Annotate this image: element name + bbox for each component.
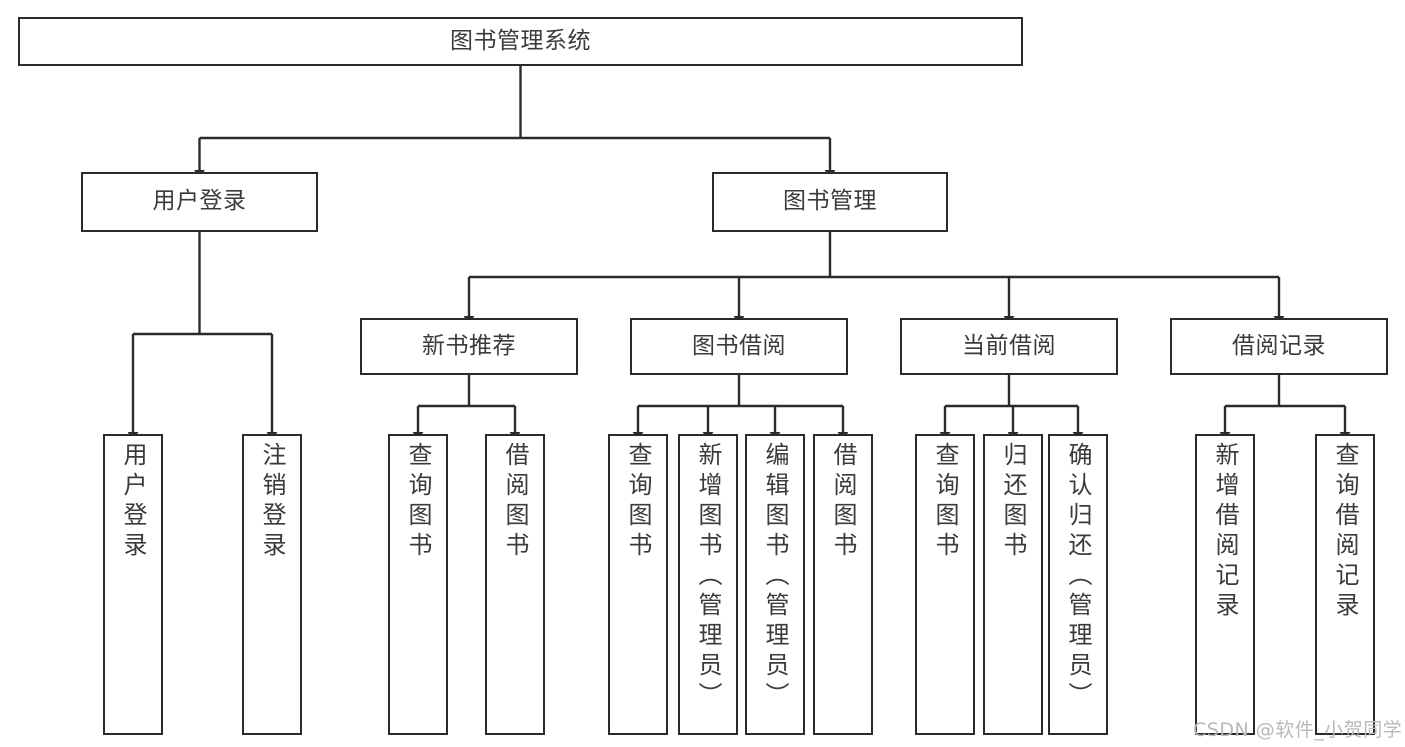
node-records[interactable]: 借阅记录 [1170,318,1388,375]
node-leaf-bw-edit[interactable]: 编辑图书（管理员） [745,434,805,735]
node-label-leaf-nb-query: 查询图书 [404,442,432,562]
node-label-leaf-rec-query: 查询借阅记录 [1331,442,1359,622]
node-leaf-nb-query[interactable]: 查询图书 [388,434,448,735]
node-label-leaf-cur-query: 查询图书 [931,442,959,562]
node-label-leaf-user-login: 用户登录 [119,442,147,562]
node-label-borrow: 图书借阅 [692,332,786,359]
node-label-leaf-user-logout: 注销登录 [258,442,286,562]
node-leaf-rec-add[interactable]: 新增借阅记录 [1195,434,1255,735]
node-leaf-cur-return[interactable]: 归还图书 [983,434,1043,735]
node-current[interactable]: 当前借阅 [900,318,1118,375]
node-leaf-cur-query[interactable]: 查询图书 [915,434,975,735]
node-leaf-user-login[interactable]: 用户登录 [103,434,163,735]
node-label-bookmgmt: 图书管理 [783,188,877,215]
node-label-newbook: 新书推荐 [422,332,516,359]
node-leaf-bw-borrow[interactable]: 借阅图书 [813,434,873,735]
node-label-leaf-rec-add: 新增借阅记录 [1211,442,1239,622]
node-label-login: 用户登录 [152,188,247,215]
watermark-text: CSDN @软件_小贺同学 [1193,719,1403,741]
node-label-leaf-bw-query: 查询图书 [624,442,652,562]
node-label-leaf-cur-return: 归还图书 [999,442,1027,562]
node-leaf-rec-query[interactable]: 查询借阅记录 [1315,434,1375,735]
node-label-root: 图书管理系统 [450,27,591,54]
node-label-leaf-bw-add: 新增图书（管理员） [694,442,722,712]
node-label-leaf-bw-edit: 编辑图书（管理员） [761,442,789,712]
node-login[interactable]: 用户登录 [81,172,318,232]
node-label-leaf-cur-confirm: 确认归还（管理员） [1064,442,1092,712]
node-leaf-user-logout[interactable]: 注销登录 [242,434,302,735]
node-leaf-bw-query[interactable]: 查询图书 [608,434,668,735]
node-leaf-nb-borrow[interactable]: 借阅图书 [485,434,545,735]
connector-lines [127,66,1351,441]
node-leaf-bw-add[interactable]: 新增图书（管理员） [678,434,738,735]
node-borrow[interactable]: 图书借阅 [630,318,848,375]
node-bookmgmt[interactable]: 图书管理 [712,172,948,232]
node-root[interactable]: 图书管理系统 [18,17,1023,66]
node-newbook[interactable]: 新书推荐 [360,318,578,375]
node-label-leaf-bw-borrow: 借阅图书 [829,442,857,562]
node-leaf-cur-confirm[interactable]: 确认归还（管理员） [1048,434,1108,735]
node-label-current: 当前借阅 [962,332,1056,359]
node-label-leaf-nb-borrow: 借阅图书 [501,442,529,562]
node-label-records: 借阅记录 [1232,332,1326,359]
